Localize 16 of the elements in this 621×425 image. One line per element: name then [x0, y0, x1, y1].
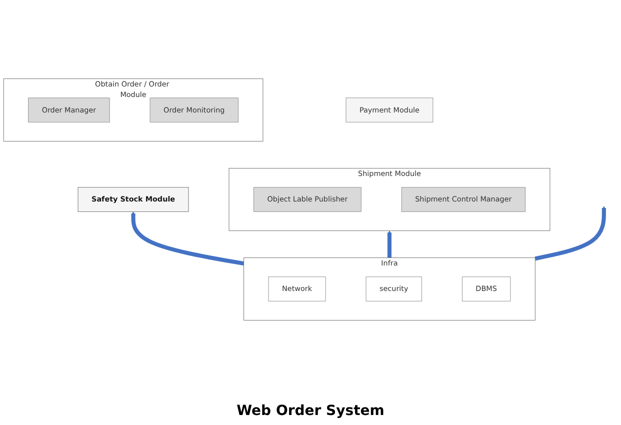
node-box [366, 276, 422, 302]
diagram-caption: Web Order System [236, 402, 384, 421]
arrow [387, 230, 392, 258]
arrow [534, 206, 606, 261]
arrow [131, 211, 244, 266]
node-box [401, 187, 526, 212]
node-box [268, 276, 326, 302]
cluster [228, 168, 550, 231]
cluster [3, 78, 264, 142]
node-box [346, 98, 434, 122]
node-box [28, 98, 110, 122]
node-box [462, 276, 511, 302]
node-box [254, 187, 362, 212]
node-box [78, 187, 189, 212]
cluster [244, 258, 536, 320]
node-box [150, 98, 238, 122]
